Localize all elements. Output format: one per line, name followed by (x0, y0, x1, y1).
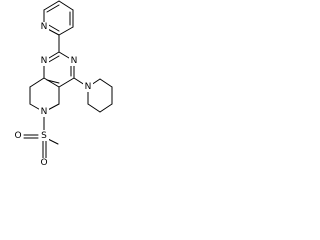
pyridine-ring (43, 0, 74, 36)
oxygen-bottom-label: O (40, 158, 47, 168)
molecule-structure: N N N N N S O O (13, 0, 113, 168)
pyridine-nitrogen-label: N (41, 22, 48, 32)
oxygen-left-label: O (14, 131, 21, 141)
pyrimidine-nitrogen-3-label: N (71, 56, 78, 66)
piperidine-nitrogen-label: N (85, 82, 92, 92)
sulfur-label: S (41, 131, 47, 141)
piperidine-ring (87, 78, 113, 113)
ring-nitrogen-label: N (41, 107, 48, 117)
pyrimidine-nitrogen-1-label: N (41, 56, 48, 66)
